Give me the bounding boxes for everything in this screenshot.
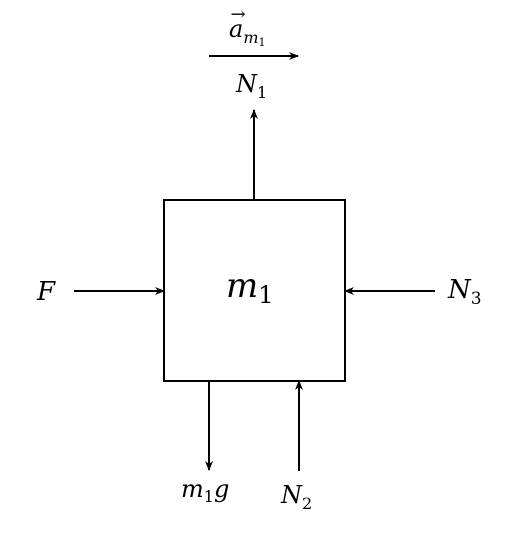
- n2-subscript: 2: [302, 494, 312, 513]
- n3-symbol: N: [447, 275, 472, 305]
- n3-subscript: 3: [471, 289, 482, 309]
- mass-subscript: 1: [258, 281, 273, 309]
- n2-label: N2: [280, 481, 312, 513]
- acceleration-subscript-symbol: m: [243, 28, 258, 47]
- n1-symbol: N: [235, 70, 258, 98]
- acceleration-vector: → am1: [209, 4, 299, 60]
- acceleration-label: am1: [229, 15, 265, 49]
- weight-subscript: 1: [204, 487, 214, 506]
- n3-label: N3: [447, 275, 482, 309]
- mass-symbol: m: [226, 266, 258, 306]
- acceleration-symbol: a: [229, 15, 243, 43]
- force-f: F: [36, 277, 165, 307]
- f-label: F: [36, 277, 56, 307]
- force-n3: N3: [344, 275, 482, 309]
- n1-label: N1: [235, 70, 267, 102]
- force-n1: N1: [235, 70, 267, 200]
- force-weight: m1g: [181, 381, 229, 506]
- n2-symbol: N: [280, 481, 303, 509]
- acceleration-vector-mark: →: [230, 4, 245, 25]
- acceleration-subscript-index: 1: [258, 36, 265, 49]
- n1-subscript: 1: [257, 83, 267, 102]
- weight-g: g: [214, 475, 229, 503]
- force-n2: N2: [280, 380, 312, 513]
- weight-symbol: m: [181, 475, 204, 503]
- weight-label: m1g: [181, 475, 229, 506]
- mass-label: m1: [226, 266, 274, 309]
